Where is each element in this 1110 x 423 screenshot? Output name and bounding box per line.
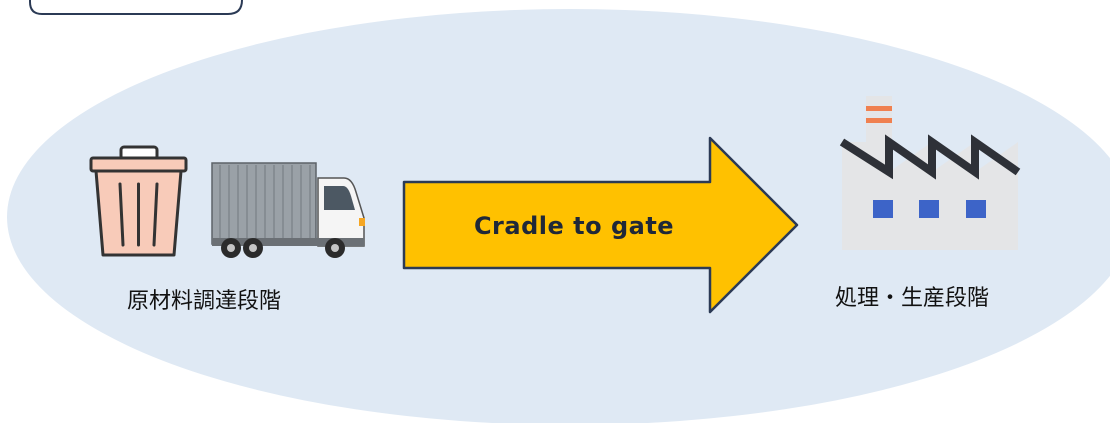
factory-icon (839, 96, 1021, 250)
corner-box (29, 0, 243, 15)
truck-icon (211, 162, 365, 258)
processing-stage-label: 処理・生産段階 (835, 286, 990, 311)
raw-material-stage-label: 原材料調達段階 (127, 289, 282, 314)
trash-can-icon (89, 145, 188, 257)
arrow-label: Cradle to gate (473, 212, 675, 240)
cradle-to-gate-arrow (402, 136, 799, 314)
